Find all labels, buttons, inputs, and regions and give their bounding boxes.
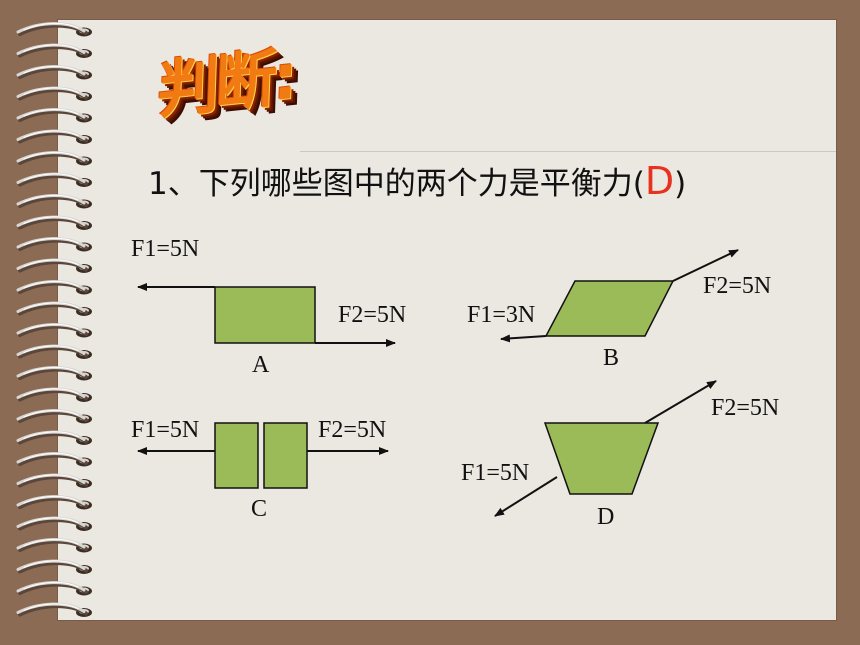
spiral-coil (16, 323, 92, 338)
figure-c (137, 422, 389, 489)
figure-d-f2-label: F2=5N (711, 395, 780, 421)
spiral-coil (16, 151, 92, 166)
spiral-coil (16, 86, 92, 101)
figure-c-block-right (263, 422, 308, 489)
spiral-binding-icon (16, 22, 92, 617)
spiral-coil (16, 452, 92, 467)
figure-a-f1-label: F1=5N (131, 236, 200, 262)
spiral-coil (16, 516, 92, 531)
figure-d-f1-label: F1=5N (461, 460, 530, 486)
title-rule (300, 151, 836, 152)
figure-b-f2-label: F2=5N (703, 273, 772, 299)
spiral-coil (16, 129, 92, 144)
figure-c-block-left (214, 422, 259, 489)
figure-b-f1-label: F1=3N (467, 302, 536, 328)
spiral-coil (16, 473, 92, 488)
figure-b-f2-arrow (672, 249, 739, 282)
spiral-coil (16, 495, 92, 510)
figure-b-f1-arrow (500, 334, 547, 343)
spiral-coil (16, 538, 92, 553)
spiral-coil (16, 172, 92, 187)
paper-sheet (58, 20, 836, 620)
spiral-coil (16, 65, 92, 80)
spiral-coil (16, 301, 92, 316)
spiral-coil (16, 602, 92, 617)
question-text: 1、下列哪些图中的两个力是平衡力(D) (148, 158, 686, 203)
spiral-coil (16, 194, 92, 209)
question-suffix: ) (674, 166, 687, 202)
figure-a (137, 283, 396, 347)
spiral-coil (16, 22, 92, 37)
figure-d-block (543, 422, 660, 495)
figure-d-caption: D (597, 504, 615, 530)
figure-a-block (214, 286, 316, 344)
figure-c-f2-label: F2=5N (318, 417, 387, 443)
spiral-coil (16, 237, 92, 252)
figure-b-caption: B (603, 345, 620, 371)
figure-b (500, 249, 739, 343)
question-prefix: 1、下列哪些图中的两个力是平衡力( (148, 166, 645, 202)
spiral-coil (16, 559, 92, 574)
spiral-coil (16, 258, 92, 273)
spiral-coil (16, 366, 92, 381)
spiral-coil (16, 387, 92, 402)
figure-d-f2-arrow (644, 380, 717, 424)
figure-a-f2-label: F2=5N (338, 302, 407, 328)
question-answer: D (644, 159, 675, 203)
figure-a-caption: A (252, 352, 270, 378)
figure-c-f1-label: F1=5N (131, 417, 200, 443)
spiral-coil (16, 108, 92, 123)
figure-d (494, 380, 717, 517)
spiral-coil (16, 280, 92, 295)
spiral-coil (16, 581, 92, 596)
spiral-coil (16, 344, 92, 359)
spiral-coil (16, 43, 92, 58)
spiral-coil (16, 215, 92, 230)
spiral-coil (16, 430, 92, 445)
spiral-coil (16, 409, 92, 424)
figure-d-f1-arrow (494, 476, 558, 517)
figure-b-block (544, 280, 675, 337)
figure-c-caption: C (251, 496, 268, 522)
